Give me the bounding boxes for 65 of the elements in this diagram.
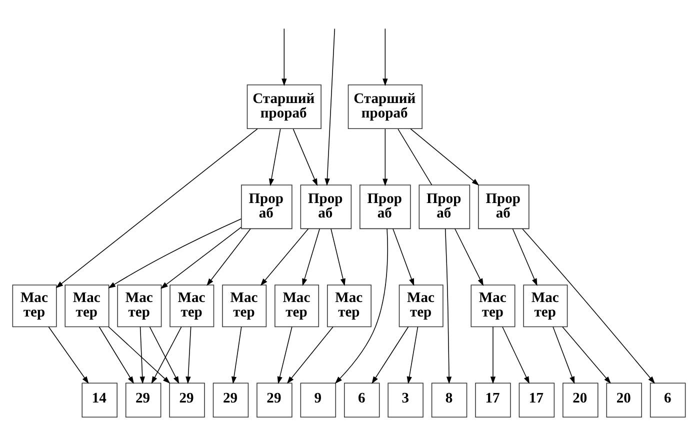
arrow [392,228,414,286]
node-box: Старший прораб [246,84,322,130]
node-box: Мас тер [12,284,57,328]
arrow [410,128,480,186]
arrow [552,326,575,384]
arrow [324,28,336,186]
node-box: 3 [388,382,424,418]
connector [398,128,432,186]
node-box: 14 [82,382,118,418]
node-box: Мас тер [117,284,162,328]
node-box: Прор аб [418,184,470,230]
node-box: 29 [125,382,162,418]
arrow [108,326,170,384]
node-box: Мас тер [274,284,320,328]
node-box: Старший прораб [348,84,422,130]
node-box: 6 [650,382,686,418]
arrow [140,326,145,384]
arrow [372,326,409,384]
node-box: 17 [475,382,511,418]
arrow [48,326,89,384]
arrow [98,326,134,384]
node-box: 29 [169,382,205,418]
arrow [160,226,242,289]
node-box: 6 [344,382,380,418]
arrow [282,28,287,86]
arrow [382,128,388,186]
arrow [406,326,418,384]
node-box: 8 [431,382,468,418]
arrow [302,228,320,286]
arrow [286,326,334,384]
node-box: Мас тер [327,284,372,328]
arrow [562,326,611,384]
node-box: 20 [562,382,598,418]
arrow [490,326,496,384]
arrow [206,228,251,286]
node-box: 29 [212,382,249,418]
arrow [502,326,530,384]
arrow [292,128,318,186]
arrow [444,228,452,384]
arrow [260,228,309,286]
node-box: 29 [256,382,292,418]
node-box: 20 [606,382,642,418]
arrow [382,28,388,86]
arrow [232,326,242,384]
node-box: Мас тер [398,284,444,328]
node-box: 17 [518,382,555,418]
node-box: Прор аб [360,184,411,230]
arrow [277,326,292,384]
arrow [454,228,484,286]
node-box: Мас тер [170,284,214,328]
node-box: Прор аб [300,184,352,230]
arrow [334,228,388,384]
node-box: Прор аб [478,184,530,230]
arrow [186,326,192,384]
node-box: Мас тер [64,284,110,328]
arrow [330,228,346,286]
arrow [512,228,538,286]
arrow [108,218,242,288]
node-box: Мас тер [523,284,568,328]
arrow [56,128,258,288]
node-box: Мас тер [222,284,267,328]
arrow [268,128,281,186]
node-box: 9 [300,382,336,418]
node-box: Прор аб [241,184,292,230]
node-box: Мас тер [470,284,516,328]
